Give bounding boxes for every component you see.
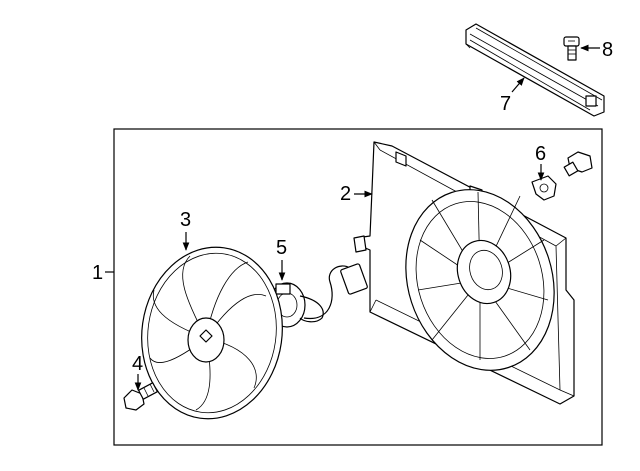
callout-1: 1 — [92, 262, 103, 284]
callout-2: 2 — [340, 183, 351, 205]
clip — [531, 175, 557, 201]
fan-motor — [268, 263, 368, 328]
callout-7-arrow — [511, 77, 525, 93]
bracket-strip — [465, 23, 605, 117]
screw — [563, 36, 580, 61]
assembly-frame — [113, 128, 603, 446]
clip-bolt — [563, 151, 593, 177]
callout-8: 8 — [602, 39, 613, 61]
fan-blade — [141, 246, 283, 420]
bolt — [123, 382, 159, 411]
callout-4: 4 — [132, 353, 143, 375]
callout-3: 3 — [180, 209, 191, 231]
callout-5: 5 — [276, 237, 287, 259]
callout-7: 7 — [500, 93, 511, 115]
callout-6: 6 — [535, 143, 546, 165]
fan-shroud — [353, 141, 575, 405]
